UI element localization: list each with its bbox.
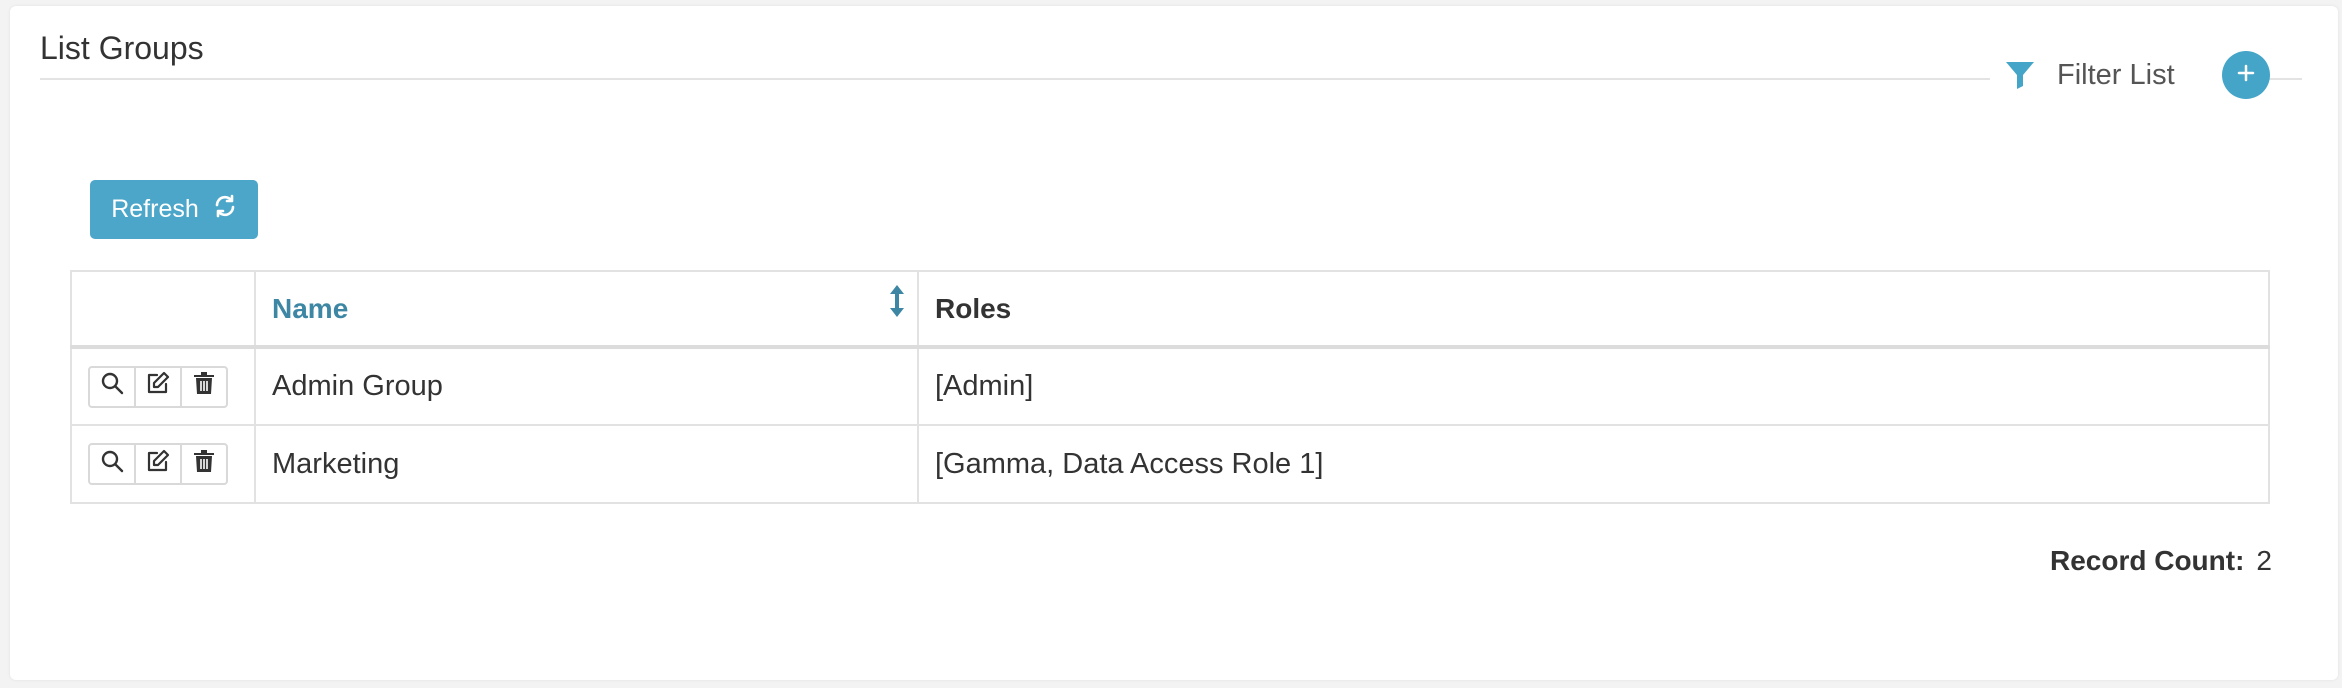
refresh-icon bbox=[213, 194, 237, 225]
filter-icon bbox=[2005, 61, 2035, 89]
table-header-row: Name Roles bbox=[70, 270, 2270, 349]
view-record-button[interactable] bbox=[90, 368, 134, 406]
roles-column-header: Roles bbox=[917, 270, 2270, 349]
group-name-cell: Admin Group bbox=[254, 346, 919, 426]
edit-record-button[interactable] bbox=[134, 445, 180, 483]
record-count: Record Count: 2 bbox=[2050, 545, 2272, 577]
group-roles-cell: [Admin] bbox=[917, 346, 2270, 426]
record-count-value: 2 bbox=[2256, 545, 2272, 576]
sort-icon[interactable] bbox=[889, 284, 905, 325]
edit-icon bbox=[146, 448, 170, 481]
page-title: List Groups bbox=[40, 30, 204, 66]
refresh-button[interactable]: Refresh bbox=[90, 180, 258, 239]
group-name-cell: Marketing bbox=[254, 424, 919, 504]
add-icon bbox=[2236, 63, 2256, 88]
filter-list-button[interactable]: Filter List bbox=[2005, 55, 2175, 95]
trash-icon bbox=[193, 448, 215, 481]
search-icon bbox=[100, 370, 124, 403]
row-action-group bbox=[88, 365, 228, 408]
trash-icon bbox=[193, 370, 215, 403]
group-roles-cell: [Gamma, Data Access Role 1] bbox=[917, 424, 2270, 504]
delete-record-button[interactable] bbox=[180, 367, 226, 406]
search-icon bbox=[100, 448, 124, 481]
row-actions bbox=[70, 424, 256, 504]
name-column-header[interactable]: Name bbox=[254, 270, 919, 349]
refresh-label: Refresh bbox=[111, 195, 199, 223]
view-record-button[interactable] bbox=[90, 445, 134, 483]
edit-icon bbox=[146, 370, 170, 403]
filter-list-label: Filter List bbox=[2057, 58, 2175, 91]
row-actions bbox=[70, 346, 256, 426]
row-action-group bbox=[88, 443, 228, 485]
groups-table: Name Roles bbox=[70, 270, 2270, 504]
roles-column-label: Roles bbox=[935, 292, 1012, 324]
title-divider-end bbox=[2262, 78, 2302, 80]
add-group-button[interactable] bbox=[2222, 51, 2270, 99]
edit-record-button[interactable] bbox=[134, 367, 180, 406]
name-column-label: Name bbox=[272, 292, 349, 324]
record-count-label: Record Count: bbox=[2049, 545, 2245, 576]
table-row: Admin Group [Admin] bbox=[70, 346, 2270, 426]
delete-record-button[interactable] bbox=[180, 445, 226, 483]
title-divider bbox=[40, 78, 1990, 80]
table-row: Marketing [Gamma, Data Access Role 1] bbox=[70, 424, 2270, 504]
actions-header bbox=[70, 270, 256, 349]
